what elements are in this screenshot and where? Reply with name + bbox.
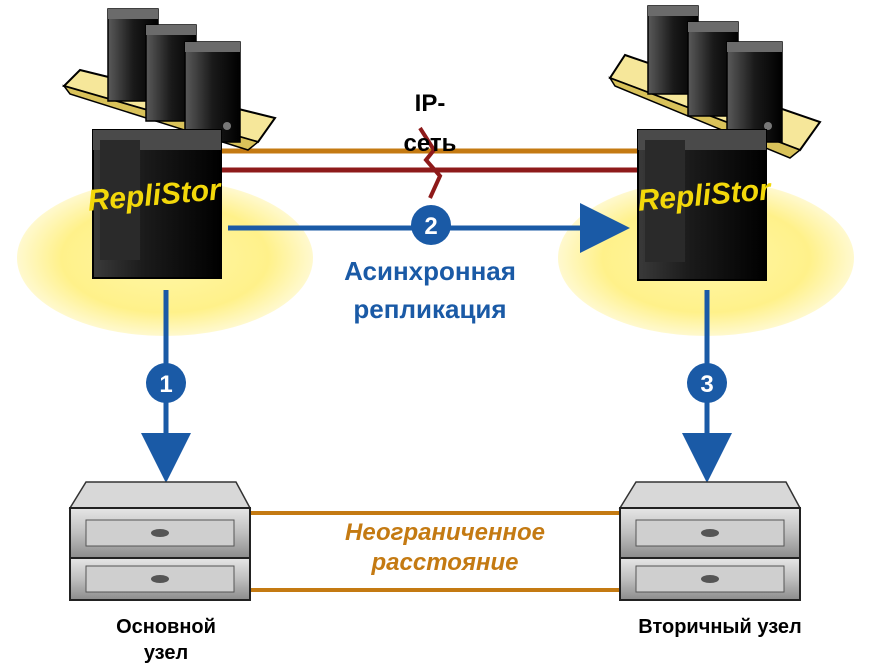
primary-site-label: Основной узел: [116, 616, 216, 664]
step-2-badge: 2: [411, 205, 451, 245]
lightning-icon: [418, 126, 443, 199]
tower-server-icon: [62, 8, 277, 151]
step-1-badge: 1: [146, 363, 186, 403]
unlimited-distance-label: Неограниченное расстояние: [345, 519, 545, 576]
svg-text:1: 1: [159, 371, 172, 398]
async-replication-label: Асинхронная репликация: [344, 256, 516, 324]
ip-network-label: IP-сеть: [403, 90, 457, 157]
repli-server-icon: RepliStor: [86, 129, 224, 279]
secondary-site-label: Вторичный узел: [638, 616, 802, 638]
repli-server-icon: RepliStor: [636, 129, 774, 281]
svg-text:3: 3: [700, 371, 713, 398]
storage-array-icon: [618, 481, 802, 601]
storage-array-icon: [68, 481, 252, 601]
step-3-badge: 3: [687, 363, 727, 403]
svg-text:2: 2: [424, 213, 437, 240]
